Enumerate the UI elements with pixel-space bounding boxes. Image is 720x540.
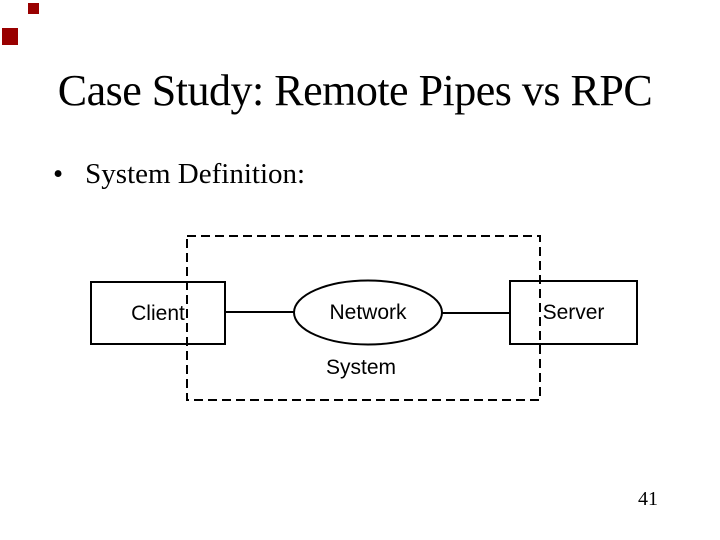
- network-label: Network: [329, 301, 407, 324]
- corner-accent-square-small: [28, 3, 39, 14]
- bullet-item: • System Definition:: [53, 157, 305, 192]
- bullet-text: System Definition:: [85, 158, 306, 190]
- server-box-shape: [509, 280, 638, 345]
- bullet-dot: •: [53, 158, 64, 190]
- page-number: 41: [638, 488, 658, 510]
- client-label: Client: [131, 301, 185, 325]
- corner-accent-square-large: [2, 28, 18, 45]
- system-boundary-dashed-rect: [186, 235, 541, 401]
- client-box-shape: [90, 281, 226, 345]
- system-label: System: [325, 355, 396, 379]
- server-label: Server: [542, 301, 605, 324]
- network-ellipse-shape: [293, 279, 443, 346]
- slide-title: Case Study: Remote Pipes vs RPC: [57, 66, 653, 115]
